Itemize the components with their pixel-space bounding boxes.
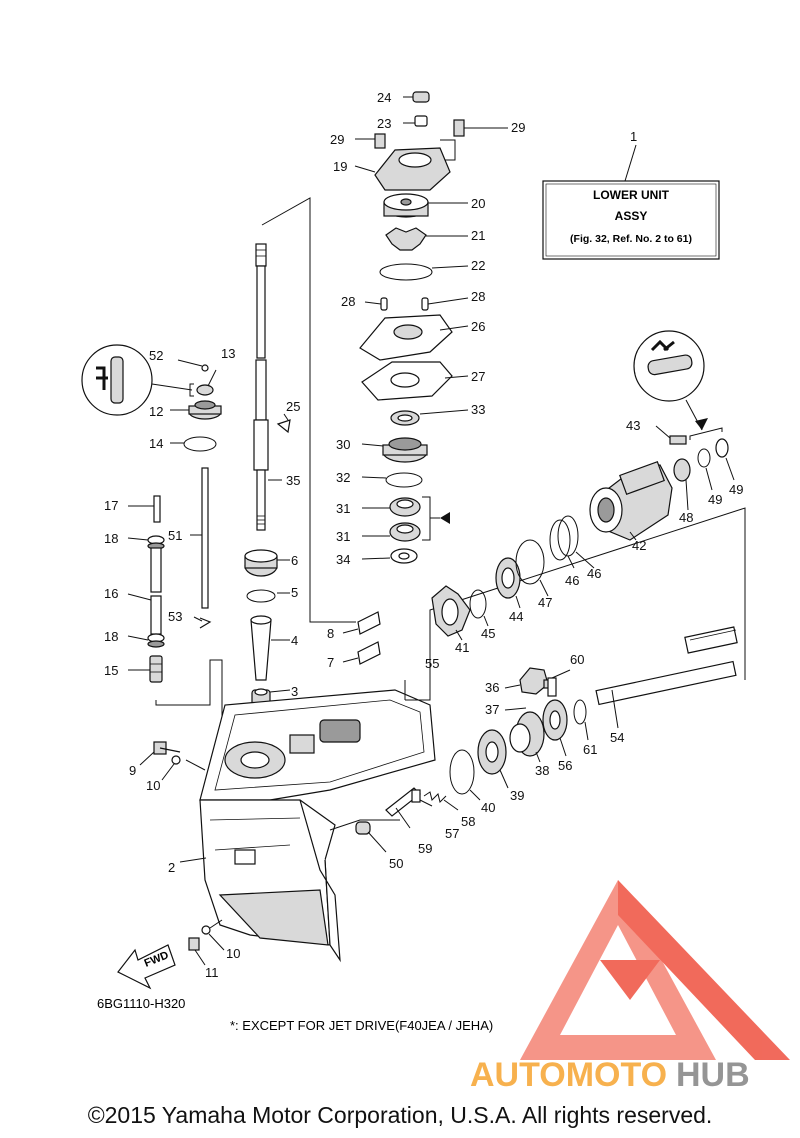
watermark-text-hub: HUB	[676, 1056, 750, 1094]
label-36: 36	[485, 680, 499, 695]
lower-unit-assy-callout: LOWER UNIT ASSY (Fig. 32, Ref. No. 2 to …	[542, 144, 720, 260]
watermark-logo: AUTOMOTO HUB	[470, 880, 790, 1094]
label-28-right: 28	[471, 289, 485, 304]
water-pump-group	[354, 91, 508, 564]
shift-rod-group	[81, 344, 223, 740]
label-24: 24	[377, 90, 391, 105]
label-30: 30	[336, 437, 350, 452]
label-45: 45	[481, 626, 495, 641]
label-13: 13	[221, 346, 235, 361]
label-19: 19	[333, 159, 347, 174]
label-6: 6	[291, 553, 298, 568]
label-38: 38	[535, 763, 549, 778]
label-60: 60	[570, 652, 584, 667]
label-57: 57	[445, 826, 459, 841]
label-33: 33	[471, 402, 485, 417]
drive-shaft-group	[244, 197, 381, 713]
label-18-upper: 18	[104, 531, 118, 546]
label-14: 14	[149, 436, 163, 451]
label-43: 43	[626, 418, 640, 433]
part-number-labels: 1 2 3 4 5 6 7 8 9 10 10 11 12 13 14 15 1…	[104, 90, 743, 980]
label-61: 61	[583, 742, 597, 757]
label-29-right: 29	[511, 120, 525, 135]
label-28-left: 28	[341, 294, 355, 309]
jet-drive-footnote: *: EXCEPT FOR JET DRIVE(F40JEA / JEHA)	[230, 1018, 493, 1033]
callout-line3: (Fig. 32, Ref. No. 2 to 61)	[570, 233, 692, 245]
label-32: 32	[336, 470, 350, 485]
label-46-left: 46	[565, 573, 579, 588]
label-21: 21	[471, 228, 485, 243]
label-41: 41	[455, 640, 469, 655]
label-49-right: 49	[729, 482, 743, 497]
label-44: 44	[509, 609, 523, 624]
label-37: 37	[485, 702, 499, 717]
label-51: 51	[168, 528, 182, 543]
label-46-right: 46	[587, 566, 601, 581]
forward-direction-arrow: FWD	[117, 944, 176, 990]
label-49-left: 49	[708, 492, 722, 507]
label-27: 27	[471, 369, 485, 384]
label-50: 50	[389, 856, 403, 871]
label-54: 54	[610, 730, 624, 745]
label-10-upper: 10	[146, 778, 160, 793]
label-1: 1	[630, 129, 637, 144]
label-58: 58	[461, 814, 475, 829]
label-31-upper: 31	[336, 501, 350, 516]
label-56: 56	[558, 758, 572, 773]
label-31-lower: 31	[336, 529, 350, 544]
copyright-notice: ©2015 Yamaha Motor Corporation, U.S.A. A…	[87, 1102, 713, 1128]
drawing-code: 6BG1110-H320	[97, 996, 185, 1011]
label-29-left: 29	[330, 132, 344, 147]
label-47: 47	[538, 595, 552, 610]
label-17: 17	[104, 498, 118, 513]
label-12: 12	[149, 404, 163, 419]
label-2: 2	[168, 860, 175, 875]
label-8: 8	[327, 626, 334, 641]
label-59: 59	[418, 841, 432, 856]
label-15: 15	[104, 663, 118, 678]
label-7: 7	[327, 655, 334, 670]
label-26: 26	[471, 319, 485, 334]
label-53: 53	[168, 609, 182, 624]
label-39: 39	[510, 788, 524, 803]
label-52: 52	[149, 348, 163, 363]
label-35: 35	[286, 473, 300, 488]
label-40: 40	[481, 800, 495, 815]
label-23: 23	[377, 116, 391, 131]
label-22: 22	[471, 258, 485, 273]
label-10-lower: 10	[226, 946, 240, 961]
label-20: 20	[471, 196, 485, 211]
lower-case-housing	[139, 689, 436, 966]
callout-line1: LOWER UNIT	[593, 188, 670, 202]
label-5: 5	[291, 585, 298, 600]
exploded-parts-diagram: AUTOMOTO HUB LOWER UNIT ASSY (Fig. 32, R…	[81, 90, 790, 1094]
label-9: 9	[129, 763, 136, 778]
label-18-lower: 18	[104, 629, 118, 644]
callout-line2: ASSY	[615, 209, 648, 223]
label-55: 55	[425, 656, 439, 671]
label-42: 42	[632, 538, 646, 553]
label-3: 3	[291, 684, 298, 699]
label-4: 4	[291, 633, 298, 648]
label-48: 48	[679, 510, 693, 525]
label-11: 11	[205, 965, 219, 980]
gear-shaft-group	[329, 330, 746, 853]
label-25: 25	[286, 399, 300, 414]
label-16: 16	[104, 586, 118, 601]
label-34: 34	[336, 552, 350, 567]
watermark-text-automoto: AUTOMOTO	[470, 1056, 667, 1094]
